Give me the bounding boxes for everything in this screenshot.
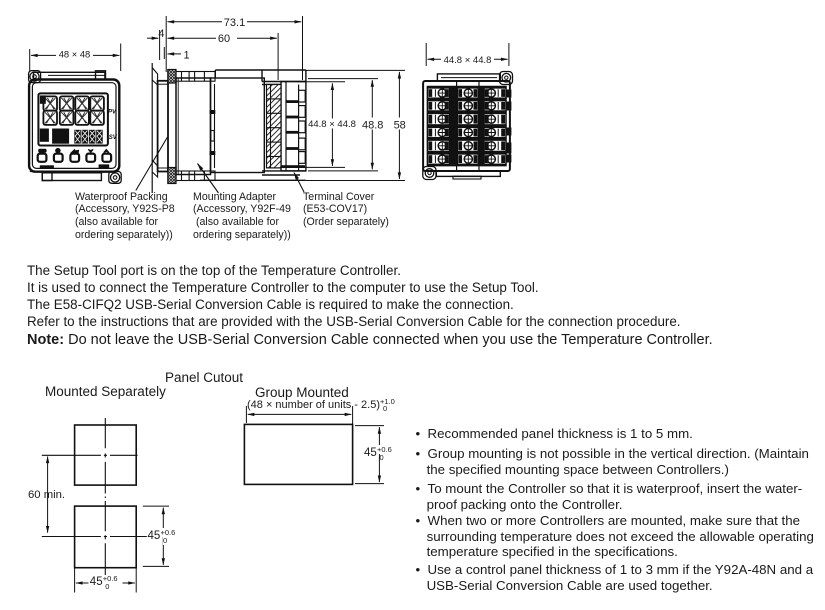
svg-text:44.8 × 44.8: 44.8 × 44.8 — [308, 119, 356, 130]
svg-text:58: 58 — [394, 120, 406, 132]
svg-text:48.8: 48.8 — [362, 120, 383, 132]
svg-text:48 × 48: 48 × 48 — [59, 48, 91, 59]
svg-text:4: 4 — [158, 28, 164, 40]
svg-text:1: 1 — [184, 50, 190, 62]
svg-text:PV: PV — [108, 110, 117, 116]
svg-text:44.8 × 44.8: 44.8 × 44.8 — [444, 55, 492, 66]
svg-text:73.1: 73.1 — [224, 17, 245, 29]
svg-text:60: 60 — [218, 33, 230, 45]
svg-text:SV: SV — [109, 135, 118, 141]
